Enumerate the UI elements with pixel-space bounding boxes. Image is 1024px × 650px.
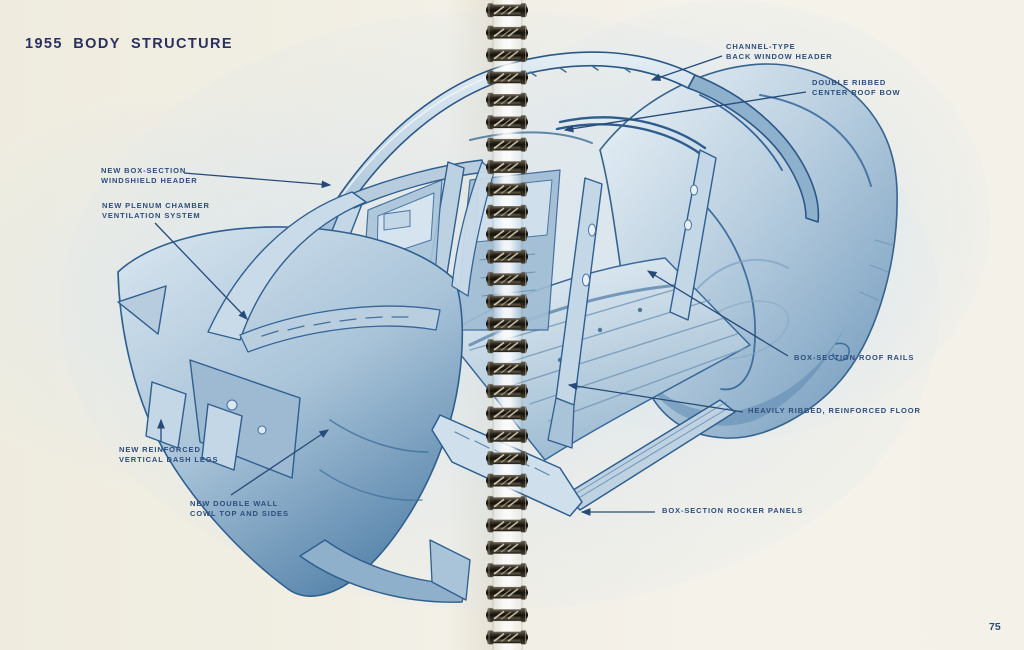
label-line: NEW PLENUM CHAMBER <box>102 201 210 210</box>
page-title: 1955 BODY STRUCTURE <box>25 36 233 52</box>
label-line: DOUBLE RIBBED <box>812 78 887 87</box>
label-line: CENTER ROOF BOW <box>812 87 901 97</box>
label-line: NEW DOUBLE WALL <box>190 499 279 508</box>
label-rocker-panels: BOX-SECTION ROCKER PANELS <box>662 506 803 516</box>
label-roof-rails: BOX-SECTION ROOF RAILS <box>794 353 914 363</box>
label-center-roof-bow: DOUBLE RIBBED CENTER ROOF BOW <box>812 78 901 98</box>
label-plenum-ventilation: NEW PLENUM CHAMBER VENTILATION SYSTEM <box>102 201 210 221</box>
binding-coils <box>483 0 531 650</box>
label-line: NEW REINFORCED <box>119 445 201 454</box>
label-line: VERTICAL DASH LEGS <box>119 454 219 464</box>
label-line: VENTILATION SYSTEM <box>102 210 201 220</box>
label-line: HEAVILY RIBBED, REINFORCED FLOOR <box>748 406 921 415</box>
leader-lines <box>154 55 807 516</box>
label-line: CHANNEL-TYPE <box>726 42 796 51</box>
spiral-binding <box>483 0 531 650</box>
label-windshield-header: NEW BOX-SECTION WINDSHIELD HEADER <box>101 166 198 186</box>
label-line: BOX-SECTION ROCKER PANELS <box>662 506 804 515</box>
label-dash-legs: NEW REINFORCED VERTICAL DASH LEGS <box>119 445 218 465</box>
page-number: 75 <box>989 621 1001 633</box>
label-cowl-top-sides: NEW DOUBLE WALL COWL TOP AND SIDES <box>190 499 289 519</box>
label-line: WINDSHIELD HEADER <box>101 175 198 185</box>
cowl-assembly <box>117 161 495 603</box>
label-line: COWL TOP AND SIDES <box>190 508 289 518</box>
label-line: BOX-SECTION ROOF RAILS <box>794 353 915 362</box>
label-reinforced-floor: HEAVILY RIBBED, REINFORCED FLOOR <box>748 406 921 416</box>
label-back-window-header: CHANNEL-TYPE BACK WINDOW HEADER <box>726 42 833 62</box>
label-line: BACK WINDOW HEADER <box>726 51 833 61</box>
label-line: NEW BOX-SECTION <box>101 166 187 175</box>
